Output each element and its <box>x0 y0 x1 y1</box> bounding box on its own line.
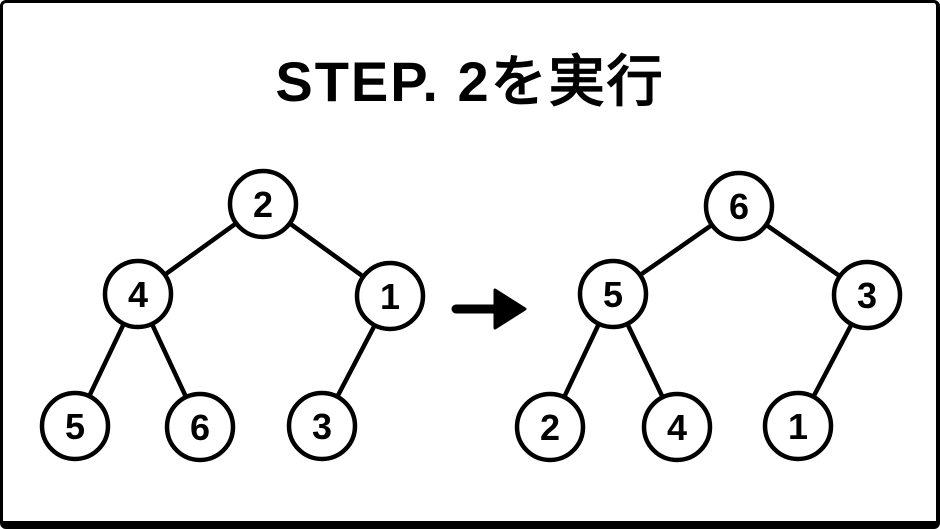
tree-before: 2 4 1 5 6 3 <box>39 168 426 463</box>
tree-node-label: 5 <box>603 274 623 315</box>
tree-node-circle <box>164 391 236 463</box>
tree-node-label: 4 <box>128 274 148 315</box>
tree-node-circle <box>577 258 649 330</box>
tree-node-circle <box>762 390 834 462</box>
tree-node-label: 1 <box>788 406 808 447</box>
tree-node-label: 1 <box>380 276 400 317</box>
tree-node-label: 2 <box>540 407 560 448</box>
tree-node-circle <box>286 390 358 462</box>
tree-node-circle <box>831 259 903 331</box>
tree-node-label: 4 <box>667 407 687 448</box>
tree-node-circle <box>514 391 586 463</box>
tree-node-label: 3 <box>857 275 877 316</box>
right-arrow-icon <box>451 288 527 330</box>
tree-node-circle <box>227 168 299 240</box>
tree-node-circle <box>354 260 426 332</box>
tree-node-label: 3 <box>312 406 332 447</box>
tree-node-circle <box>39 390 111 462</box>
tree-node-label: 5 <box>65 406 85 447</box>
tree-node-circle <box>102 258 174 330</box>
tree-node-label: 6 <box>729 186 749 227</box>
tree-node-label: 6 <box>190 407 210 448</box>
tree-node-label: 2 <box>253 184 273 225</box>
tree-after: 6 5 3 2 4 1 <box>514 170 903 463</box>
tree-node-circle <box>641 391 713 463</box>
page-title: STEP. 2を実行 <box>275 50 665 113</box>
tree-node-circle <box>703 170 775 242</box>
